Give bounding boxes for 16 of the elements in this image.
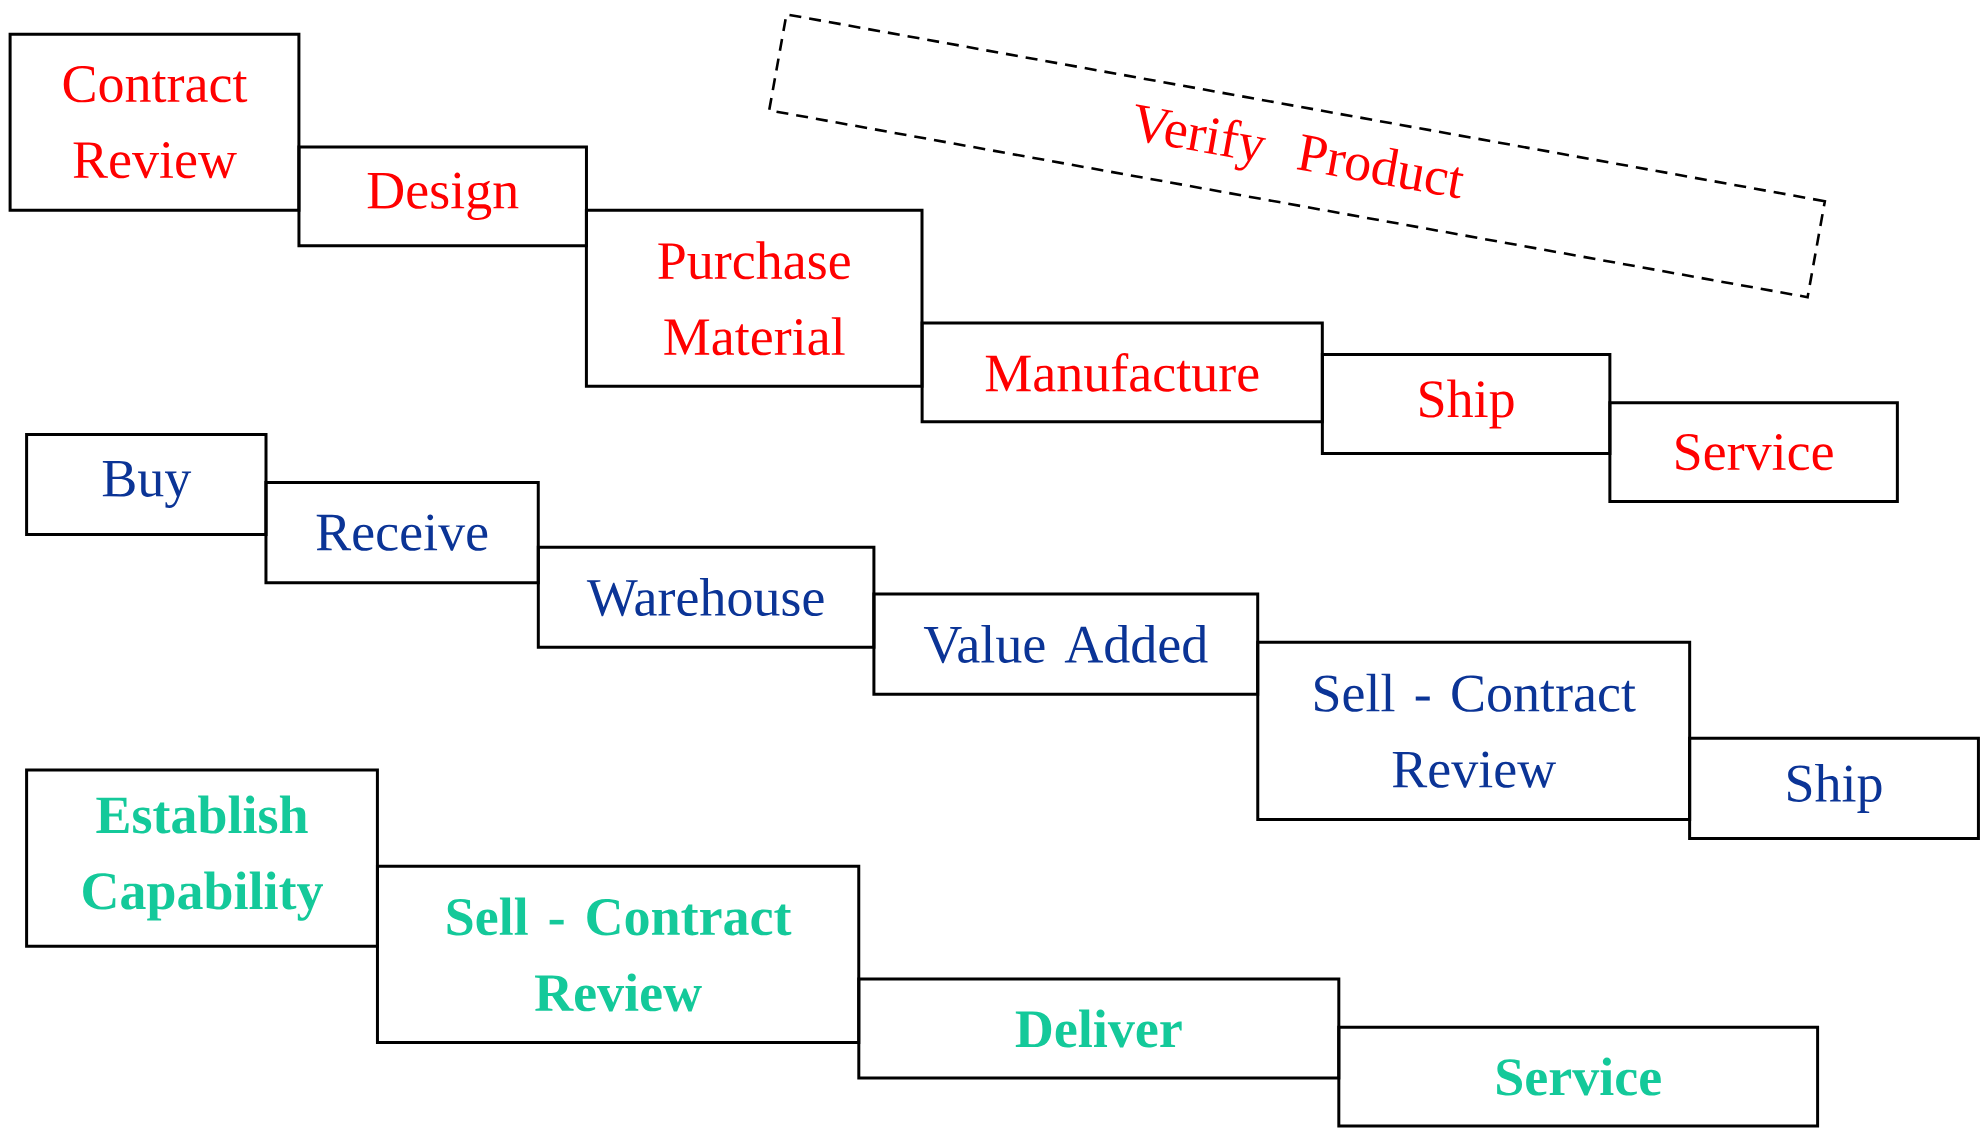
process-box: Service <box>1337 1025 1820 1128</box>
process-box: Design <box>297 145 588 248</box>
process-box: Warehouse <box>536 545 876 649</box>
process-box: Ship <box>1320 353 1612 455</box>
process-box: Sell - Contract Review <box>1256 640 1692 821</box>
process-box: Ship <box>1688 736 1980 840</box>
process-box: Establish Capability <box>25 768 379 948</box>
process-box: Purchase Material <box>584 208 924 388</box>
process-box: Receive <box>264 481 540 585</box>
process-box: Manufacture <box>920 321 1324 424</box>
process-box: Sell - Contract Review <box>375 864 861 1044</box>
process-box: Service <box>1608 401 1899 504</box>
process-box: Deliver <box>857 977 1341 1080</box>
process-box: Contract Review <box>8 32 301 212</box>
process-box: Buy <box>25 432 268 537</box>
process-box: Value Added <box>872 592 1260 696</box>
